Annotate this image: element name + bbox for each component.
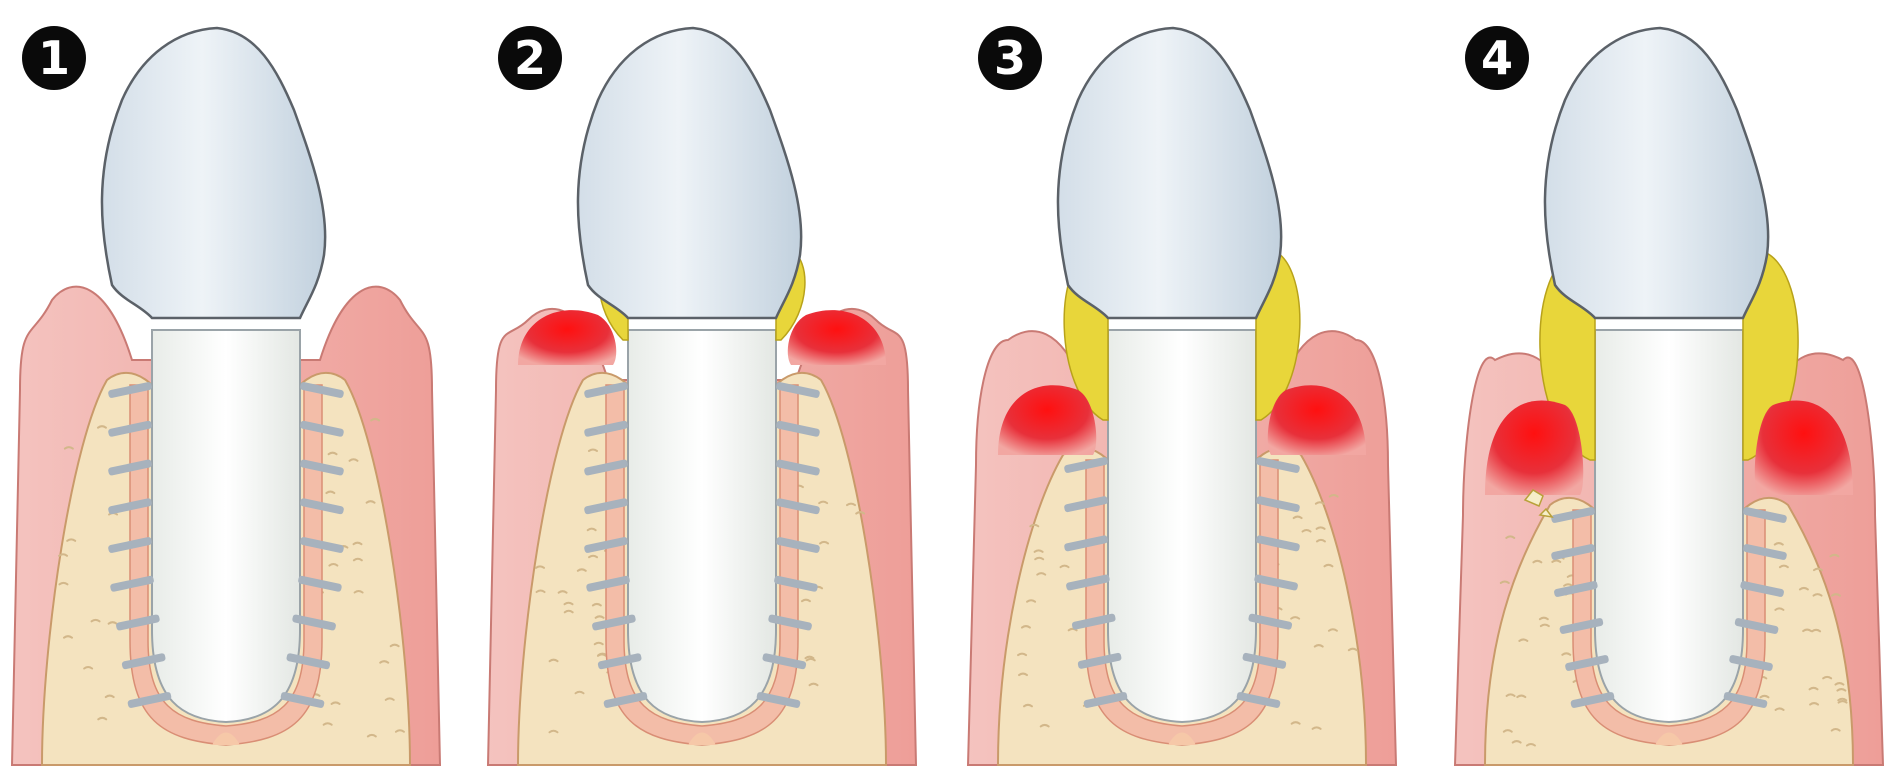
tooth-crown [102, 28, 325, 318]
stage-2-panel: 2 [488, 26, 916, 765]
stage-4-panel: 4 [1455, 26, 1883, 765]
tooth-root [1595, 330, 1743, 722]
tooth-root [628, 330, 776, 722]
tooth-crown [1058, 28, 1281, 318]
tooth-root [1108, 330, 1256, 722]
stage-3-panel: 3 [968, 26, 1396, 765]
tooth-crown [1545, 28, 1768, 318]
step-4-number: 4 [1481, 31, 1513, 85]
tooth-root [152, 330, 300, 722]
step-3-number: 3 [994, 31, 1026, 85]
step-1-number: 1 [38, 31, 70, 85]
stage-1-panel: 1 [12, 26, 440, 765]
step-2-number: 2 [514, 31, 546, 85]
tooth-crown [578, 28, 801, 318]
